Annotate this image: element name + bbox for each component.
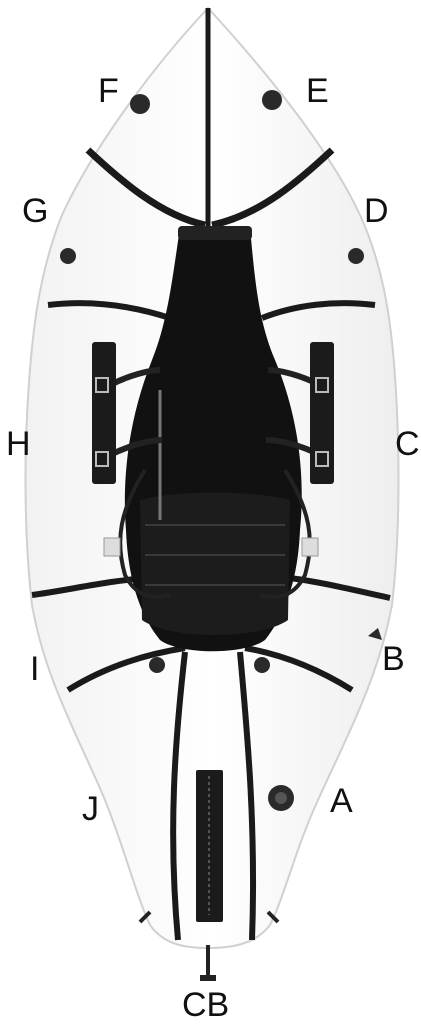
valve-icon <box>262 90 282 110</box>
tie-down-loop-icon <box>348 248 364 264</box>
label-g: G <box>22 192 48 230</box>
cockpit-top-rim <box>178 226 252 240</box>
label-b: B <box>382 640 405 678</box>
seat-clip-left <box>104 538 120 556</box>
label-a: A <box>330 782 353 820</box>
label-i: I <box>30 650 39 688</box>
label-d: D <box>364 192 389 230</box>
valve-icon-inner <box>275 792 287 804</box>
zipper-icon <box>196 770 223 922</box>
thigh-brace-right <box>310 342 334 484</box>
label-f: F <box>98 72 119 110</box>
label-e: E <box>306 72 329 110</box>
label-j: J <box>82 790 99 828</box>
label-c: C <box>395 425 420 463</box>
label-cb: CB <box>182 986 229 1024</box>
tie-down-loop-icon <box>149 657 165 673</box>
valve-icon <box>130 94 150 114</box>
stern-grab-tab-end <box>200 975 216 981</box>
seat <box>140 493 290 636</box>
tie-down-loop-icon <box>60 248 76 264</box>
tie-down-loop-icon <box>254 657 270 673</box>
seat-clip-right <box>302 538 318 556</box>
label-h: H <box>6 425 31 463</box>
